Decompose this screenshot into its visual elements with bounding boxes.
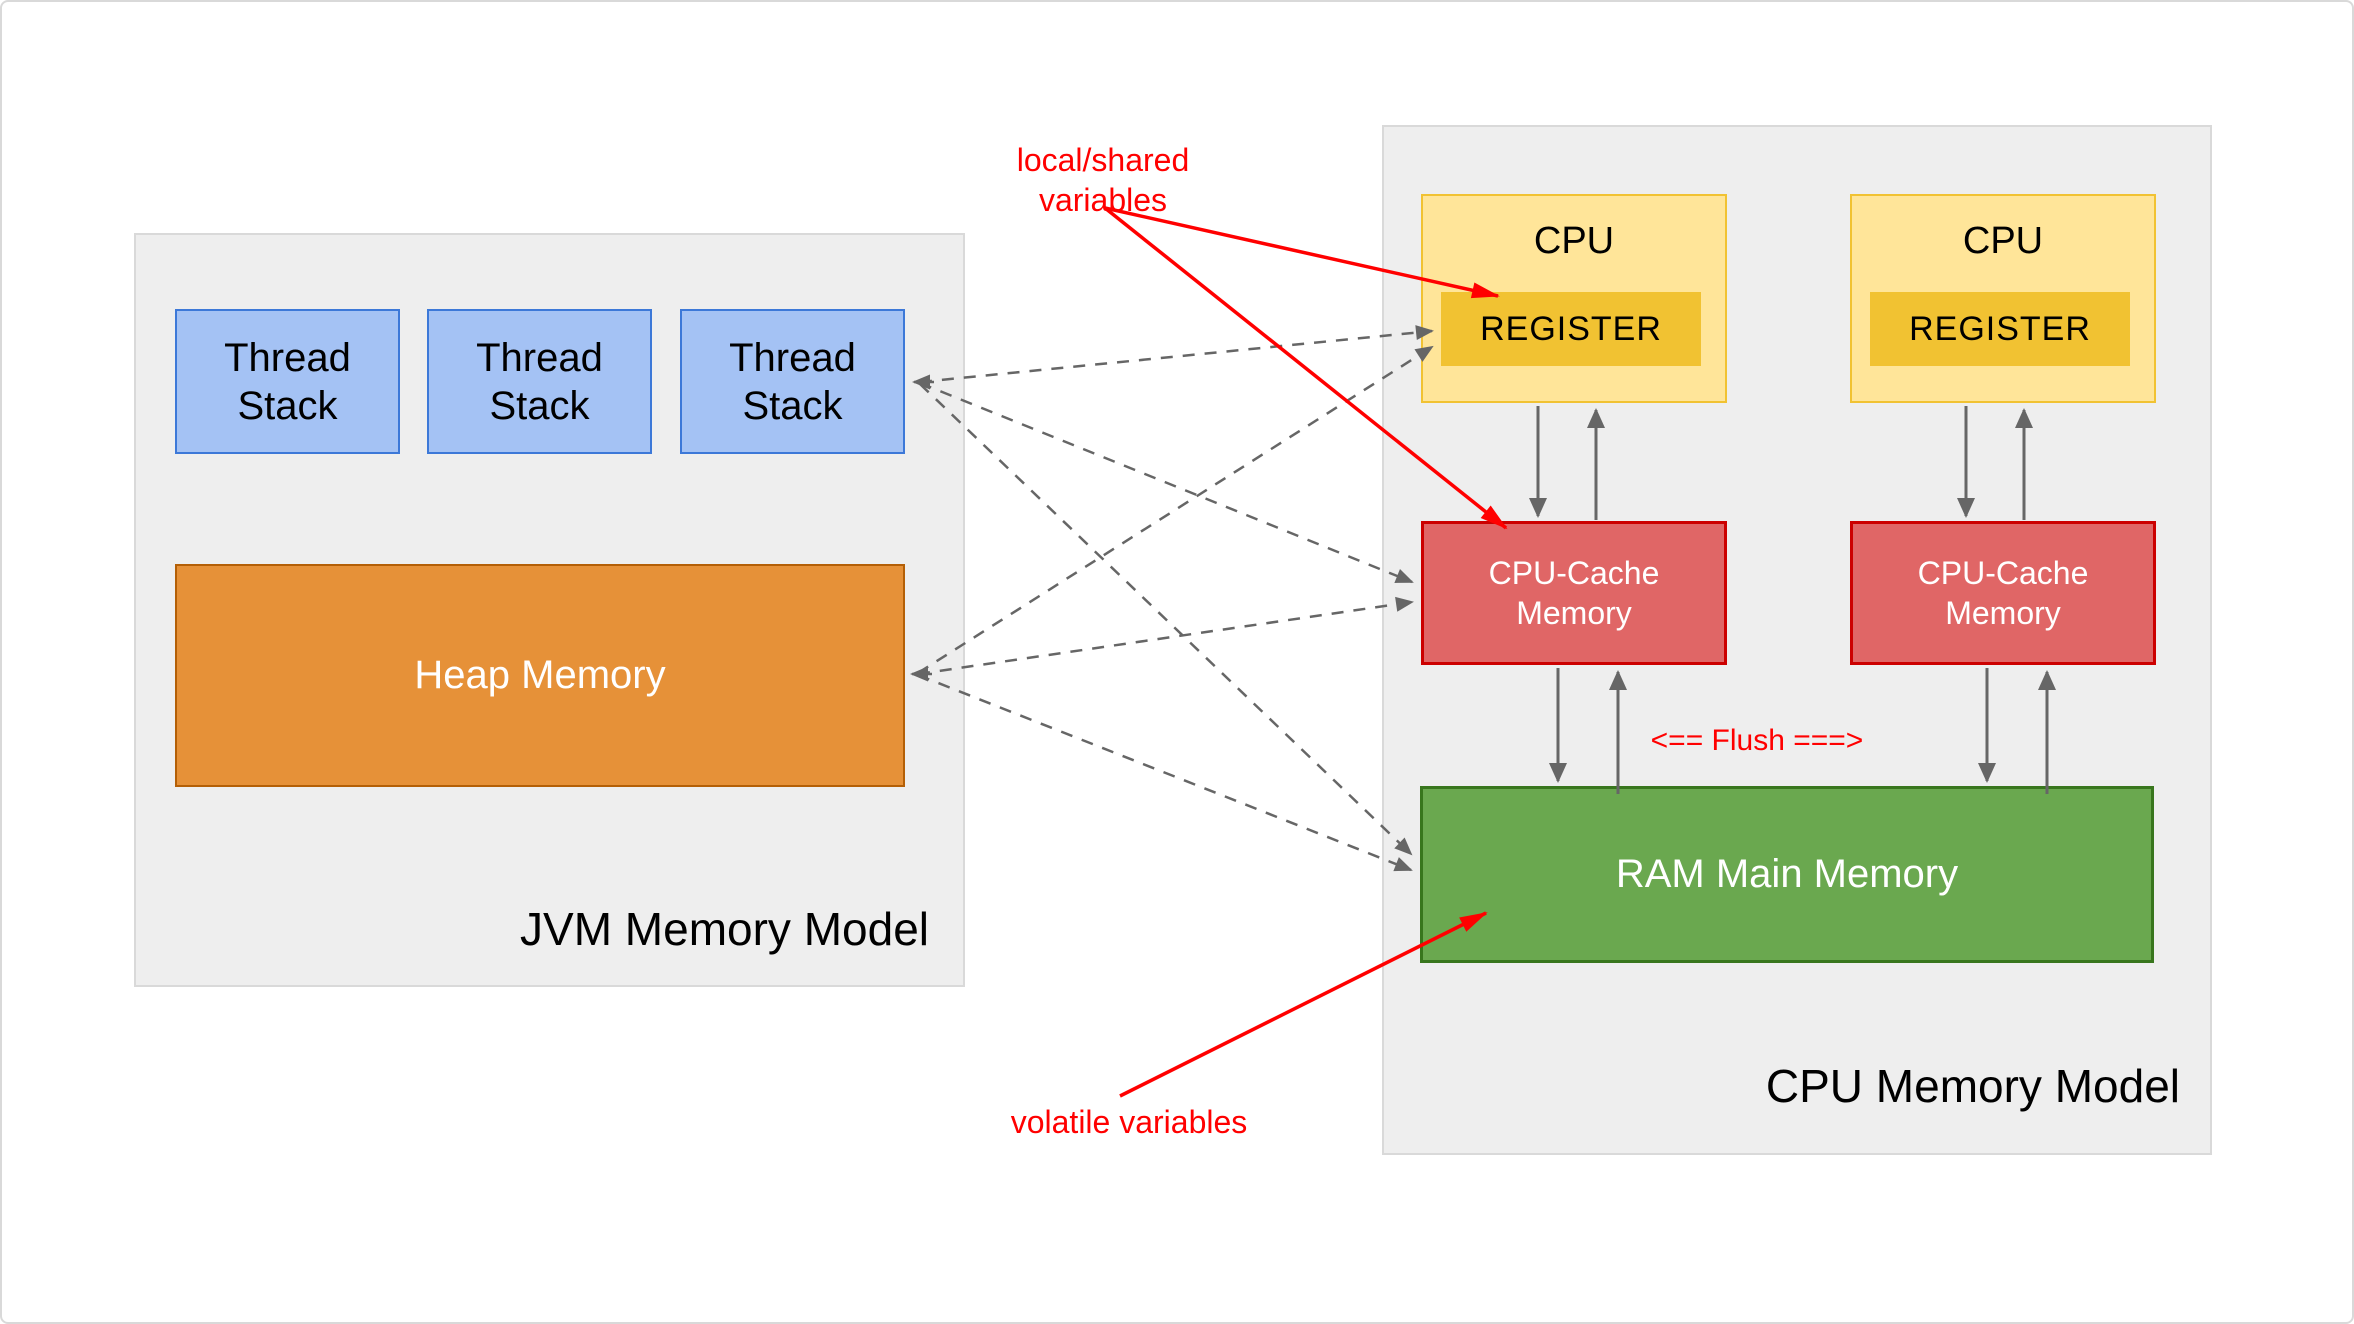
dashed-link-ts-cache [919, 381, 1414, 584]
dashed-link-heap-ram [917, 673, 1413, 872]
flush-note: <== Flush ===> [1650, 724, 1864, 757]
thread-stack-box-1: Thread Stack [175, 309, 400, 454]
local-shared-variables-note: local/shared variables [973, 100, 1233, 220]
heap-memory-label: Heap Memory [414, 653, 666, 697]
ram-main-memory-label: RAM Main Memory [1615, 852, 1959, 896]
thread-stack-label: Thread Stack [476, 335, 603, 428]
thread-stack-box-3: Thread Stack [680, 309, 905, 454]
thread-stack-label: Thread Stack [224, 335, 351, 428]
dashed-link-ts-ram [919, 383, 1413, 856]
cpu-box-2: CPU REGISTER [1850, 194, 2156, 403]
cpu-cache-label: CPU-Cache Memory [1488, 555, 1660, 631]
register-label: REGISTER [1909, 309, 2091, 348]
register-box-1: REGISTER [1441, 292, 1701, 366]
register-label: REGISTER [1480, 309, 1662, 348]
thread-stack-box-2: Thread Stack [427, 309, 652, 454]
ram-main-memory-box: RAM Main Memory [1420, 786, 2154, 963]
cpu-label: CPU [1962, 220, 2044, 262]
thread-stack-label: Thread Stack [729, 335, 856, 428]
local-shared-variables-label: local/shared variables [1016, 142, 1190, 218]
register-box-2: REGISTER [1870, 292, 2130, 366]
dashed-link-heap-register [917, 345, 1434, 675]
cpu-cache-box-1: CPU-Cache Memory [1421, 521, 1727, 665]
jvm-model-title: JVM Memory Model [520, 903, 929, 955]
volatile-variables-note: volatile variables [1010, 1104, 1248, 1140]
cpu-model-title: CPU Memory Model [1765, 1060, 2180, 1112]
cpu-cache-box-2: CPU-Cache Memory [1850, 521, 2156, 665]
cpu-cache-label: CPU-Cache Memory [1917, 555, 2089, 631]
cpu-label: CPU [1533, 220, 1615, 262]
dashed-link-heap-cache [917, 596, 1414, 676]
heap-memory-box: Heap Memory [175, 564, 905, 787]
cpu-box-1: CPU REGISTER [1421, 194, 1727, 403]
dashed-link-ts-register [919, 325, 1434, 384]
